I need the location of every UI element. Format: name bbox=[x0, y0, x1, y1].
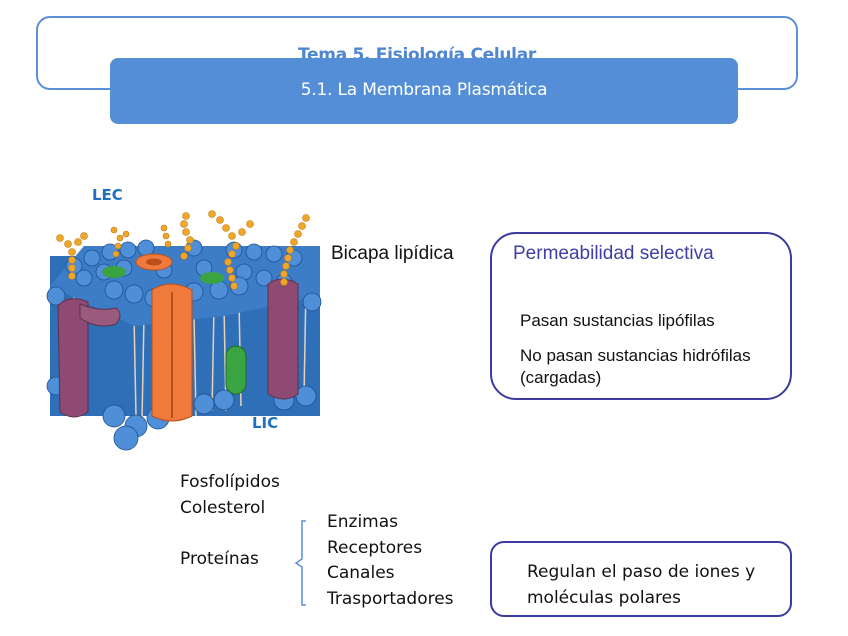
permeability-line-hydrophilic: No pasan sustancias hidrófilas (cargadas… bbox=[520, 346, 751, 387]
regulation-text: Regulan el paso de iones y moléculas pol… bbox=[527, 559, 755, 611]
brace-icon bbox=[294, 520, 306, 606]
protein-type-item: Receptores bbox=[327, 538, 423, 558]
protein-type-item: Canales bbox=[327, 563, 395, 583]
regulation-line-1: Regulan el paso de iones y bbox=[527, 562, 756, 582]
permeability-title: Permeabilidad selectiva bbox=[513, 243, 714, 264]
glycocalyx-chains bbox=[56, 210, 310, 290]
regulation-box bbox=[490, 541, 792, 617]
extracellular-label: LEC bbox=[92, 186, 123, 204]
regulation-line-2: moléculas polares bbox=[527, 588, 681, 608]
permeability-box bbox=[490, 232, 792, 400]
subtopic-banner: 5.1. La Membrana Plasmática bbox=[110, 58, 738, 124]
permeability-line-lipophilic: Pasan sustancias lipófilas bbox=[520, 311, 715, 330]
component-proteins: Proteínas bbox=[180, 549, 259, 569]
protein-type-item: Enzimas bbox=[327, 512, 398, 532]
protein-type-item: Trasportadores bbox=[327, 589, 454, 609]
protein-purple-right bbox=[267, 278, 299, 400]
subtopic-title: 5.1. La Membrana Plasmática bbox=[300, 80, 548, 100]
bilayer-label: Bicapa lipídica bbox=[331, 243, 454, 264]
protein-green bbox=[225, 345, 247, 395]
membrane-illustration bbox=[46, 210, 322, 451]
intracellular-label: LIC bbox=[252, 414, 279, 432]
component-cholesterol: Colesterol bbox=[180, 498, 266, 518]
component-phospholipids: Fosfolípidos bbox=[180, 472, 280, 492]
protein-purple-left bbox=[57, 298, 89, 418]
